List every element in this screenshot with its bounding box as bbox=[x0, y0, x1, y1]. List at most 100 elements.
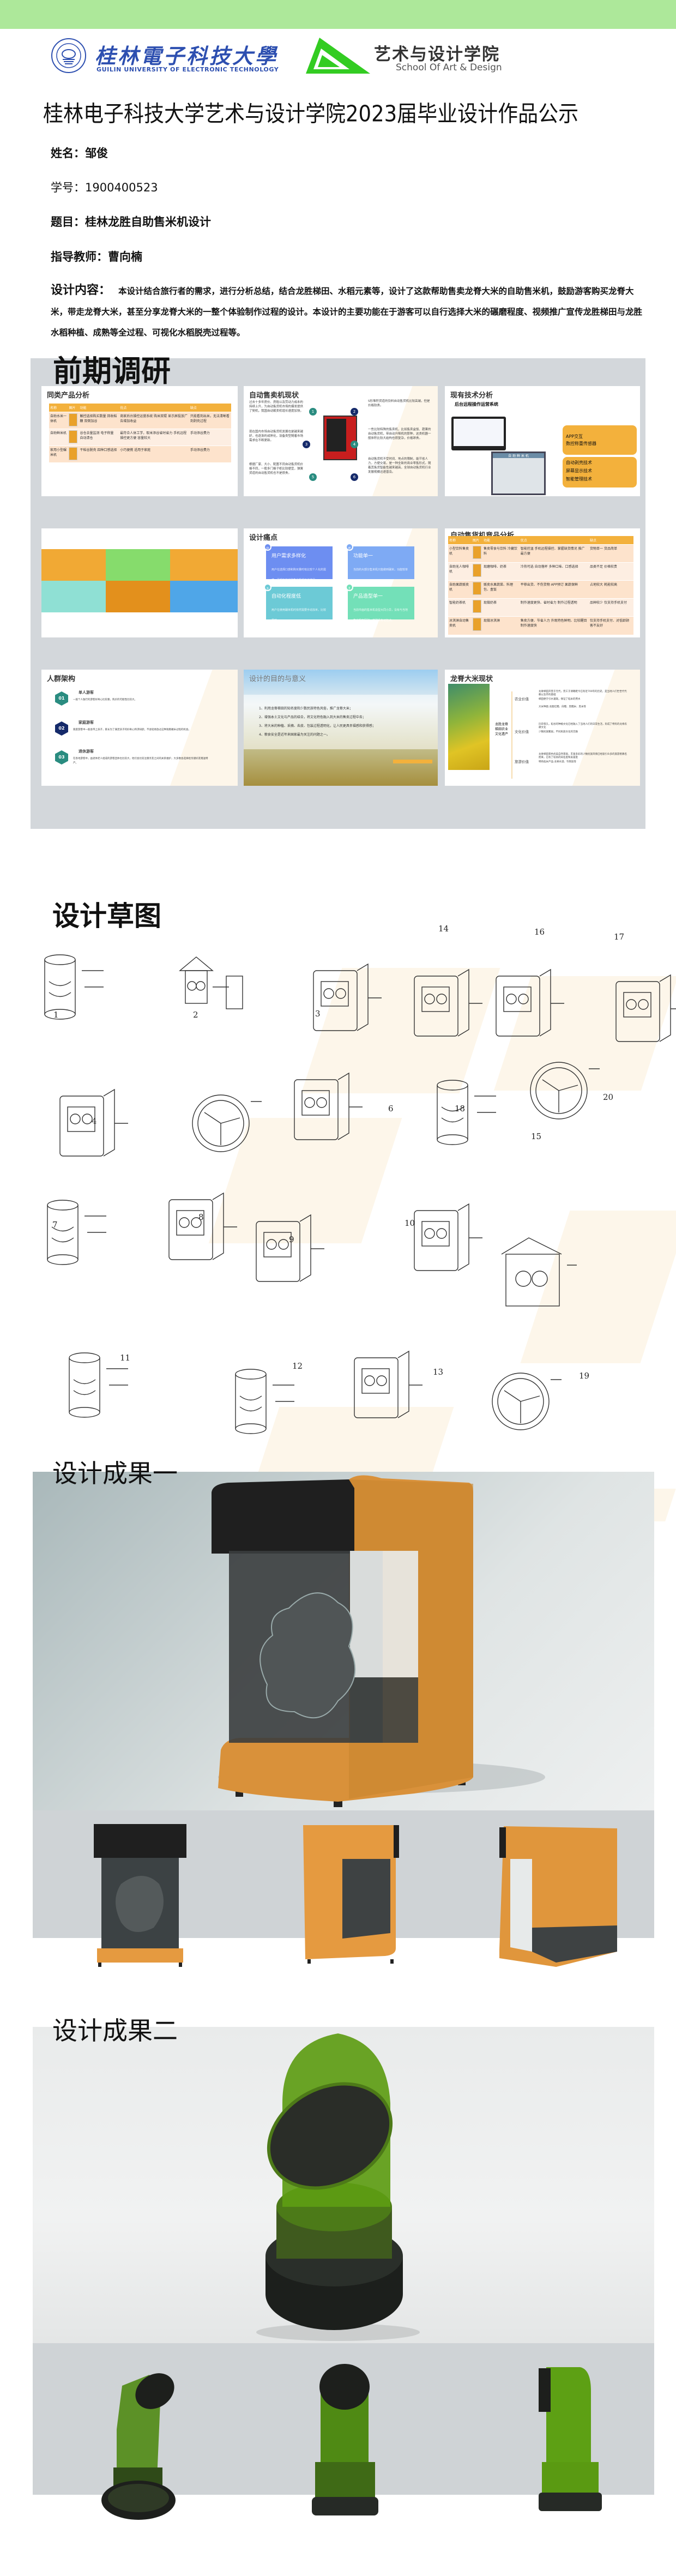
sketch-number: 19 bbox=[579, 1371, 590, 1381]
product-thumbnail bbox=[69, 413, 78, 426]
result-2-heading: 设计成果二 bbox=[52, 2016, 178, 2045]
crowd-text: 一般个人独行的游客好奇心比较重，购买的可能性比较大。 bbox=[73, 699, 137, 701]
result-1-heading: 设计成果一 bbox=[52, 1459, 178, 1488]
table-cell: 商家后台操控运营系统 购米双辊 显示屏投放广告增加收益 bbox=[119, 412, 189, 429]
sketch-drawing bbox=[425, 1074, 507, 1156]
table-cell: 小型饮料售卖机 bbox=[448, 544, 472, 563]
sketch-drawing bbox=[185, 1085, 267, 1167]
table-cell: 品种较少 仅支持手机支付 bbox=[589, 598, 633, 617]
cell-text: 品种较少 仅支持手机支付 bbox=[590, 601, 627, 605]
table-header: 功能 bbox=[79, 404, 119, 412]
point-number-badge: 5 bbox=[309, 473, 317, 481]
table-row: 冰淇淋自动售卖机 现做冰淇淋 售卖方便、节省人力 外观特色鲜明、比较醒目 制作速度快… bbox=[448, 616, 633, 635]
card-title: 产品造型单一 bbox=[353, 594, 383, 599]
description-label: 设计内容： bbox=[51, 284, 111, 297]
tech-item: 数控称重传感器 bbox=[566, 441, 596, 446]
sketch-number: 11 bbox=[120, 1353, 131, 1363]
sketch-drawing bbox=[485, 965, 567, 1047]
table-cell: 自助果蔬贩卖机 bbox=[448, 580, 472, 599]
cell-text: 自助鲜米机 bbox=[50, 431, 67, 435]
sketch-number: 7 bbox=[52, 1220, 58, 1230]
table-cell: 自助鲜米机 bbox=[49, 429, 68, 446]
table-cell: 货物单一 货品简单 bbox=[589, 544, 633, 563]
branch-note: 少数民族聚居，不同民族文化的交融 bbox=[539, 731, 578, 733]
table-cell: 售卖方便、节省人力 外观特色鲜明、比较醒目 制作速度快 bbox=[519, 616, 589, 635]
sketch-number: 17 bbox=[614, 932, 625, 942]
branch-note: 龙脊梯田景色优美自然景观，丰富多彩的少数民族风情已经吸引众多的旅游者慕名而来，已… bbox=[539, 753, 627, 759]
cell-text: 只能看到出米，无法清晰看到剥壳过程 bbox=[190, 414, 230, 423]
top-color-bar bbox=[0, 0, 676, 29]
sketch-drawing bbox=[403, 965, 485, 1047]
tech-item: 屏幕显示技术 bbox=[566, 468, 592, 473]
render-2-main bbox=[33, 2027, 654, 2343]
cell-text: 谷仓余量监测 电子称量 自动清仓 bbox=[80, 431, 114, 440]
decor-bar bbox=[393, 760, 432, 763]
art-school-name-en: School Of Art & Design bbox=[396, 62, 502, 73]
card-text: 当前的大部分售米机只能做到碾米，功能较单一。 bbox=[353, 568, 408, 582]
text-overlay bbox=[244, 695, 438, 749]
slide-title: 龙脊大米现状 bbox=[450, 675, 493, 683]
table-cell: 冰淇淋自动售卖机 bbox=[448, 616, 472, 635]
table-cell: 自助无人咖啡机 bbox=[448, 562, 472, 581]
slide-title: 同类产品分析 bbox=[47, 392, 90, 400]
card-text: 用户在选择口感和购买量时有比较个人化的需求，而现有的自助售米机却无法满足。 bbox=[271, 568, 327, 582]
cell-text: 占地较大 耗能较高 bbox=[590, 583, 617, 587]
render-1-back-view bbox=[499, 1824, 617, 1969]
tech-box-2: 自动剥壳技术屏幕显示技术智能管理技术 bbox=[563, 457, 637, 487]
table-row: 自助果蔬贩卖机 贩卖水果蔬菜、料理包、盒饭 平移出货、不伤货物 APP预订 果蔬保鲜… bbox=[448, 580, 633, 599]
cell-text: 现做冰淇淋 bbox=[483, 619, 500, 623]
crowd-title: 家庭游客 bbox=[79, 720, 94, 725]
point-number-badge: 4 bbox=[351, 441, 358, 448]
project-topic: 题目：桂林龙胜自助售米机设计 bbox=[51, 215, 211, 228]
cell-text: 货物单一 货品简单 bbox=[590, 547, 617, 551]
product-thumbnail bbox=[472, 618, 481, 631]
slide-vending-collage bbox=[41, 528, 238, 637]
card-badge: p bbox=[264, 543, 271, 551]
branch-label: 文化价值 bbox=[515, 730, 529, 734]
product-thumbnail bbox=[472, 564, 481, 577]
branch-label: 旅游价值 bbox=[515, 760, 529, 764]
tech-subtitle: 后台远程操作运营系统 bbox=[455, 402, 498, 407]
tech-item: 自动剥壳技术 bbox=[566, 460, 592, 465]
cell-text: 商家后台操控运营系统 购米双辊 显示屏投放广告增加收益 bbox=[120, 414, 188, 423]
sketch-drawing bbox=[343, 1347, 425, 1429]
sketch-number: 9 bbox=[289, 1235, 294, 1244]
render-1-front-view bbox=[94, 1824, 186, 1969]
sketch-drawing bbox=[403, 1200, 485, 1281]
table-cell: 手动添谷费力 bbox=[189, 429, 231, 446]
table-cell: 自助水米一体机 bbox=[49, 412, 68, 429]
crowd-number-badge: 02 bbox=[55, 721, 68, 736]
table-cell: 小巧便携 适用于家庭 bbox=[119, 446, 189, 462]
cell-text: 家用小型碾米机 bbox=[50, 448, 67, 457]
sketch-drawing bbox=[224, 1363, 305, 1445]
slide-title: 现有技术分析 bbox=[450, 392, 493, 400]
branch-note: 梯田便于引水灌溉，保证了稻米的用水 bbox=[539, 698, 581, 701]
render-1-main bbox=[33, 1472, 654, 1810]
university-name-cn: 桂林電子科技大學 bbox=[95, 44, 279, 68]
sketch-number: 4 bbox=[92, 1116, 97, 1126]
cell-text: 冷热可选 自动落杯 多种口味、口感选择 bbox=[520, 565, 578, 569]
crowd-number-badge: 03 bbox=[55, 750, 68, 765]
table-row: 自助无人咖啡机现磨咖啡、奶茶冷热可选 自动落杯 多种口味、口感选择品类不足 价格… bbox=[448, 562, 633, 581]
pain-point-card: 自动化程度低用户在使用碾米机时依然需要手动加米，比较费劲。 bbox=[266, 587, 333, 622]
slide-pain-points: 设计痛点 用户需求多样化用户在选择口感和购买量时有比较个人化的需求，而现有的自助… bbox=[244, 528, 438, 637]
sketch-drawing bbox=[169, 949, 251, 1031]
branch-label: 农业价值 bbox=[515, 697, 529, 701]
sketch-number: 1 bbox=[53, 1010, 59, 1020]
sketch-drawing bbox=[303, 960, 384, 1042]
cell-text: 平移出货、不伤货物 APP预订 果蔬保鲜 bbox=[520, 583, 578, 587]
cell-text: 贩卖水果蔬菜、料理包、盒饭 bbox=[483, 583, 513, 592]
render-2-angled-view bbox=[100, 2364, 182, 2524]
slide-title: 人群架构 bbox=[47, 675, 76, 683]
table-cell: 最符合人体工学，取米添谷省时省力 手机远程操控更方便 容量较大 bbox=[119, 429, 189, 446]
table-cell: 智能奶茶机 bbox=[448, 598, 472, 617]
table-cell: 占地较大 耗能较高 bbox=[589, 580, 633, 599]
table-header: 名称 bbox=[448, 536, 472, 545]
slide-title: 设计的目的与意义 bbox=[249, 675, 306, 683]
kiosk-image: 自 助 鲜 米 机 bbox=[491, 452, 546, 495]
sketch-number: 18 bbox=[455, 1104, 466, 1114]
sketch-number: 8 bbox=[198, 1212, 204, 1222]
table-cell: 制作速度更快、省时省力 制作过程透明 bbox=[519, 598, 589, 617]
